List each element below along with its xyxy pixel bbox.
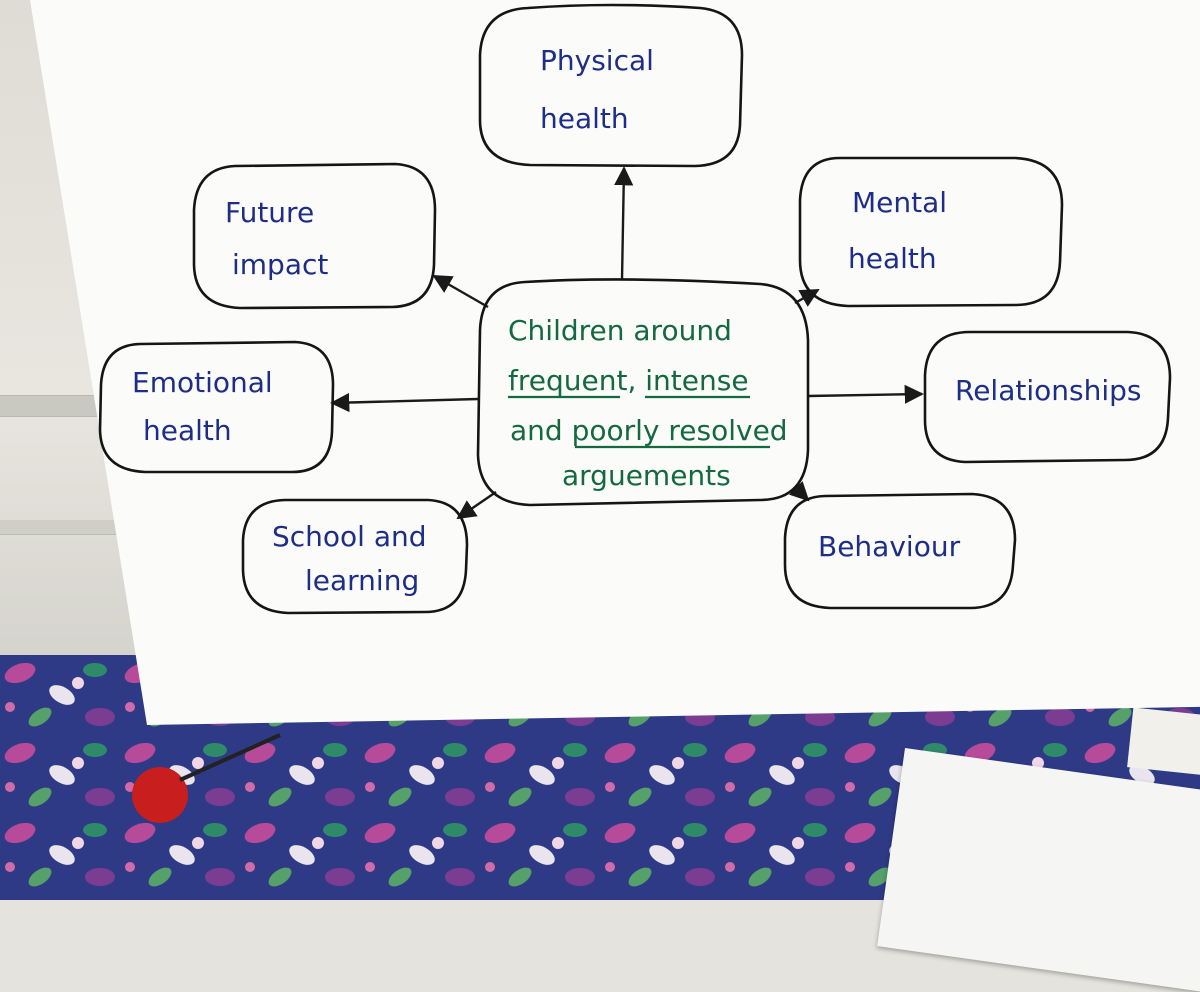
- node-mental-health-box: [798, 156, 1064, 308]
- node-relationships: Relationships: [923, 330, 1172, 464]
- mind-map: Children around frequent, intense and po…: [98, 3, 1172, 615]
- props-layer: [132, 733, 281, 823]
- red-ball: [132, 767, 188, 823]
- node-physical-health-line-1: Physical: [540, 44, 654, 77]
- node-school-and-learning-box: [241, 498, 469, 615]
- node-future-impact: Future impact: [192, 162, 437, 310]
- node-relationships-box: [923, 330, 1172, 464]
- center-node: Children around frequent, intense and po…: [476, 278, 810, 507]
- node-behaviour-line-1: Behaviour: [818, 530, 961, 563]
- node-physical-health-box: [478, 3, 744, 168]
- node-school-and-learning: School and learning: [241, 498, 469, 615]
- node-emotional-health: Emotional health: [98, 340, 335, 474]
- node-future-impact-box: [192, 162, 437, 310]
- edge-to-emotional-health: [330, 392, 479, 413]
- node-behaviour-box: [783, 492, 1017, 610]
- poster-board: [30, 0, 1200, 725]
- center-line-4: arguements: [562, 459, 731, 492]
- node-emotional-health-box: [98, 340, 335, 474]
- edge-to-mental-health: [794, 288, 820, 307]
- center-line-1: Children around: [508, 314, 732, 347]
- center-line-3: and poorly resolved: [510, 414, 788, 447]
- node-emotional-health-line-1: Emotional: [132, 366, 273, 399]
- edge-to-behaviour: [788, 480, 810, 502]
- node-mental-health: Mental health: [798, 156, 1064, 308]
- pointer-stick: [179, 733, 281, 782]
- edge-to-physical-health: [614, 166, 634, 281]
- node-mental-health-line-2: health: [848, 242, 937, 275]
- node-relationships-line-1: Relationships: [955, 374, 1141, 407]
- center-line-2: frequent, intense: [508, 364, 749, 397]
- node-school-and-learning-line-2: learning: [305, 564, 419, 597]
- node-future-impact-line-1: Future: [225, 196, 314, 229]
- node-mental-health-line-1: Mental: [852, 186, 947, 219]
- edge-to-future-impact: [432, 274, 489, 309]
- edge-to-school-and-learning: [456, 491, 497, 520]
- edge-to-relationships: [807, 384, 924, 404]
- node-school-and-learning-line-1: School and: [272, 520, 427, 553]
- node-physical-health: Physical health: [478, 3, 744, 168]
- node-emotional-health-line-2: health: [143, 414, 232, 447]
- node-future-impact-line-2: impact: [232, 248, 328, 281]
- node-physical-health-line-2: health: [540, 102, 629, 135]
- edges: [330, 166, 924, 520]
- node-behaviour: Behaviour: [783, 492, 1017, 610]
- center-node-box: [476, 278, 810, 507]
